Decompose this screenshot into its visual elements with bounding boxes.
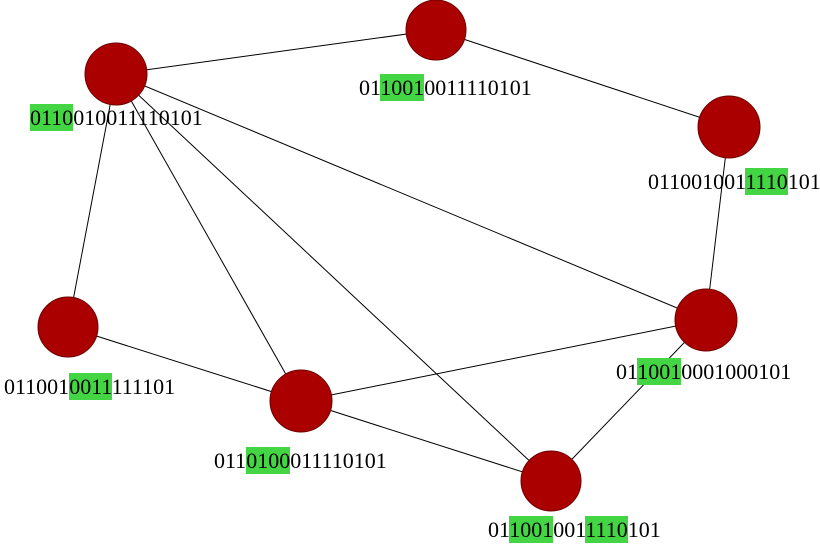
graph-edge-bottom-mid--bottom-right [300, 400, 552, 482]
graph-node-bottom-right [520, 450, 582, 512]
graph-node-mid-right [674, 288, 738, 352]
graph-node-bottom-mid [269, 369, 333, 433]
graph-node-top-mid [405, 0, 467, 61]
graph-edge-top-left--bottom-right [115, 73, 552, 482]
graph-node-top-right [697, 95, 761, 159]
graph-edge-top-mid--top-right [435, 29, 730, 128]
graph-edge-top-right--mid-right [705, 126, 730, 321]
graph-node-bottom-left [37, 296, 99, 358]
graph-edge-top-left--bottom-mid [115, 73, 302, 402]
graph-edge-bottom-mid--mid-right [300, 319, 707, 402]
graph-edge-mid-right--bottom-right [550, 319, 707, 482]
graph-edge-top-left--bottom-left [67, 73, 117, 328]
graph-edge-top-left--mid-right [115, 73, 707, 321]
graph-edge-top-left--top-mid [115, 29, 437, 75]
graph-edge-bottom-left--bottom-mid [67, 326, 302, 402]
graph-node-top-left [84, 42, 148, 106]
